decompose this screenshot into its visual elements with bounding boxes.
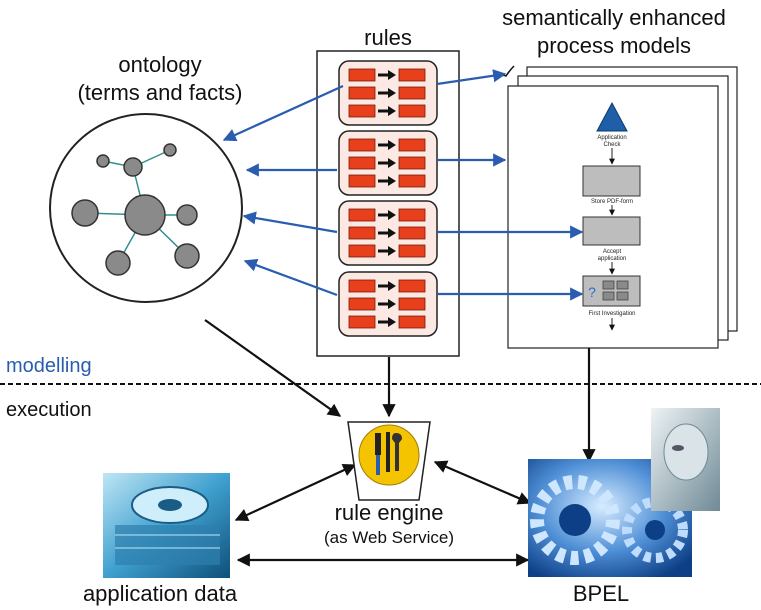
ontology-node [96,154,110,168]
rule-condition-box [348,279,376,293]
rule-group [338,60,438,126]
ontology-node [176,204,198,226]
arrow-engine-data [234,463,357,522]
rule-arrow-icon [378,299,396,309]
subprocess-grid-icon [602,280,629,301]
rule-condition-box [348,226,376,240]
rule-arrow-icon [378,228,396,238]
ontology-node [163,143,177,157]
arrow-engine-bpel [433,460,532,505]
rule-condition-box [348,104,376,118]
rule-arrow-icon [378,317,396,327]
pm-step1-label-2: Check [603,142,621,148]
rules-title: rules [364,25,412,50]
pm-task-store [582,165,641,197]
rule-condition-box [348,156,376,170]
execution-label: execution [6,399,92,421]
ontology-node-center [124,194,166,236]
pm-step3-label-2: application [598,256,627,262]
rule-groups [338,60,438,337]
rule-action-box [398,297,426,311]
arrow-rule-to-ontology [243,258,338,297]
arrow-rule-to-process [436,69,507,86]
ontology-node [71,199,99,227]
rule-action-box [398,244,426,258]
arrow-ontology-to-engine [204,319,342,417]
rule-engine-subtitle: (as Web Service) [324,528,454,547]
rule-arrow-icon [378,176,396,186]
pm-step3-label: Accept [603,249,622,255]
rule-group [338,130,438,196]
rule-condition-box [348,138,376,152]
ontology-title: ontology [118,52,201,77]
rule-condition-box [348,174,376,188]
rule-arrow-icon [378,210,396,220]
start-event-triangle-icon [596,101,628,132]
arrow-rule-to-ontology [222,84,344,142]
rule-action-box [398,226,426,240]
rule-arrow-icon [378,88,396,98]
process-model-flow: Application Check Store PDF-form Accept … [582,101,641,331]
process-models-subtitle: process models [537,33,691,58]
rule-action-box [398,156,426,170]
rule-condition-box [348,297,376,311]
rule-arrow-icon [378,140,396,150]
tools-icon [358,424,420,486]
pm-step2-label: Store PDF-form [591,199,633,205]
rule-arrow-icon [378,246,396,256]
rule-action-box [398,208,426,222]
rule-action-box [398,86,426,100]
rule-action-box [398,138,426,152]
rule-condition-box [348,86,376,100]
rule-condition-box [348,208,376,222]
rule-group [338,271,438,337]
arrow-rule-to-ontology [242,211,338,234]
bpel-label: BPEL [573,581,629,606]
pm-step4-label: First Investigation [588,311,635,317]
rule-group [338,200,438,266]
rule-engine-title: rule engine [335,500,444,525]
modelling-label: modelling [6,355,92,377]
rule-action-box [398,68,426,82]
ontology-node [174,243,200,269]
pm-step1-label: Application [597,135,626,141]
rule-action-box [398,315,426,329]
application-data-label: application data [83,581,238,606]
rule-arrow-icon [378,106,396,116]
rule-condition-box [348,244,376,258]
ontology-subtitle: (terms and facts) [77,80,242,105]
pm-task-accept [582,216,641,246]
brace-icon [497,65,515,79]
ontology-node [105,250,131,276]
rule-action-box [398,279,426,293]
rule-arrow-icon [378,158,396,168]
rule-arrow-icon [378,281,396,291]
person-photo-image [651,408,720,511]
rule-condition-box [348,315,376,329]
ontology-node [123,157,143,177]
rule-action-box [398,104,426,118]
question-mark-icon: ? [588,284,596,300]
rule-condition-box [348,68,376,82]
rule-arrow-icon [378,70,396,80]
rule-action-box [398,174,426,188]
hard-disk-image [103,473,230,578]
process-models-title: semantically enhanced [502,5,726,30]
